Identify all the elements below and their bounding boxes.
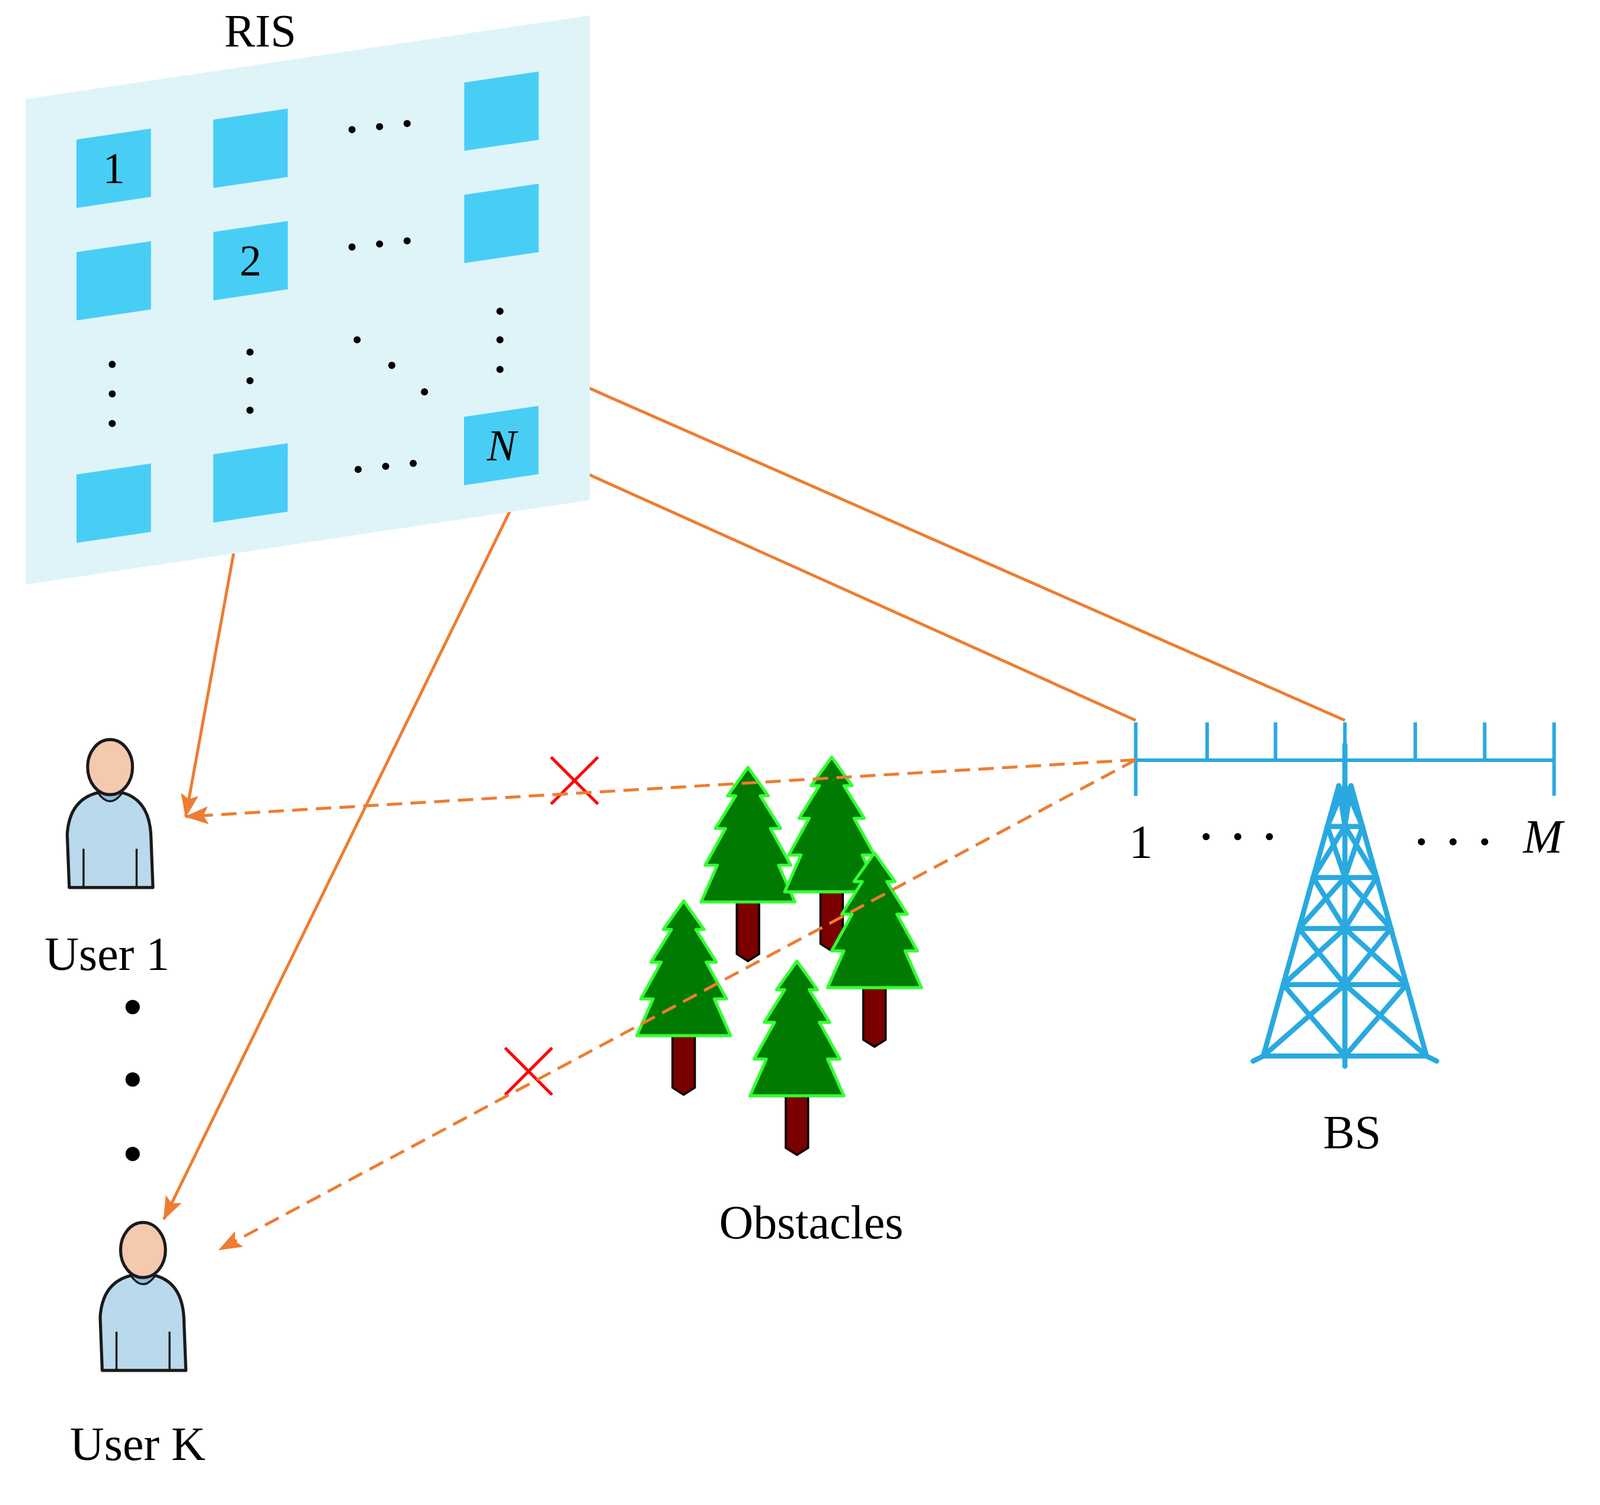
node-label: 1 <box>102 146 125 191</box>
node-label: User 1 <box>44 930 170 978</box>
base-station: BS <box>1136 720 1560 1160</box>
blocked-marks <box>504 757 598 1096</box>
ris-element: 2 <box>213 221 288 301</box>
obstacle-trees <box>636 757 921 1156</box>
ris-element: N <box>464 405 539 486</box>
blocked-link <box>185 759 1136 817</box>
bs-tower <box>1253 744 1438 1067</box>
node-label: User K <box>69 1420 206 1468</box>
user: User K <box>56 1219 220 1473</box>
node-label: N <box>487 423 517 468</box>
blocked-link <box>219 759 1136 1250</box>
base-station-shape <box>1136 720 1560 1160</box>
user: User 1 <box>28 736 186 987</box>
node-label: RIS <box>224 7 296 54</box>
ris-element: 1 <box>76 128 152 208</box>
obstacles-label: Obstacles <box>718 1198 904 1247</box>
ris-panel-shape <box>25 15 590 585</box>
antenna-index: M <box>1522 813 1563 861</box>
reflected-link <box>164 452 540 1220</box>
antenna-index: 1 <box>1128 818 1153 866</box>
node-label: BS <box>1323 1108 1382 1157</box>
ris-panel: RIS12N <box>25 15 590 585</box>
node-label: 2 <box>239 238 262 283</box>
antenna-array <box>1136 722 1555 796</box>
reflected-link <box>538 452 1136 721</box>
